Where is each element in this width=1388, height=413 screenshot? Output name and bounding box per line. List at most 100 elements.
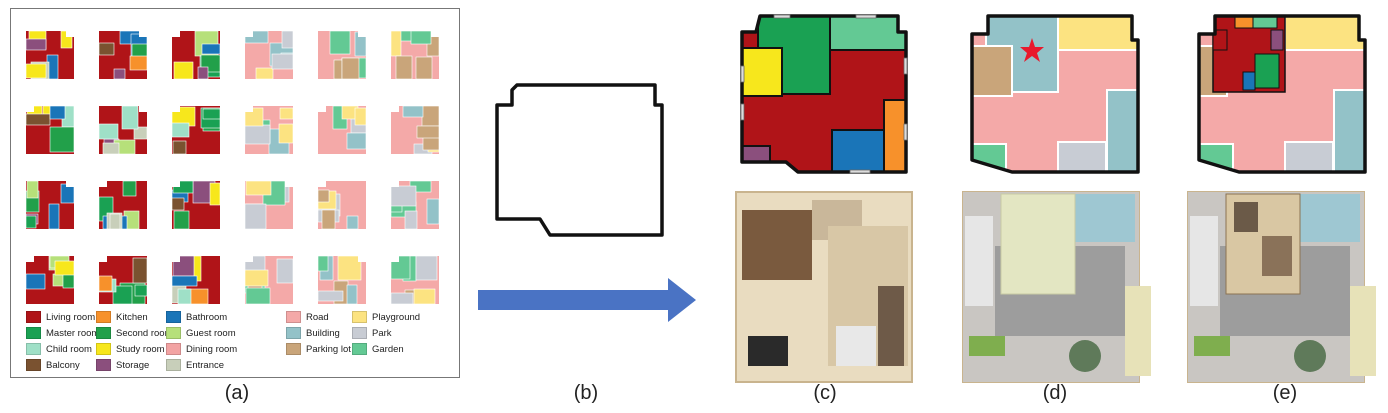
legend-item: Second room: [96, 327, 173, 339]
floorplan-thumbnail: [25, 30, 74, 80]
thumb-notch: [358, 256, 366, 262]
thumb-room: [390, 292, 414, 305]
thumb-room: [172, 140, 187, 155]
legend-swatch: [286, 311, 301, 323]
legend-label: Kitchen: [116, 311, 148, 323]
residential-floorplan: [740, 14, 908, 174]
park-tree: [1069, 340, 1101, 372]
floorplan-thumbnail: [98, 256, 148, 305]
legend-swatch: [96, 327, 111, 339]
legend-swatch: [352, 343, 367, 355]
site-boundary: [970, 14, 1140, 174]
legend-item: Entrance: [166, 359, 224, 371]
thumb-notch: [139, 106, 147, 112]
thumb-notch: [391, 106, 399, 112]
thumb-notch: [285, 181, 293, 187]
floorplan-thumbnail: [171, 255, 220, 305]
thumb-room: [354, 107, 367, 126]
floorplan-thumbnail: [25, 105, 75, 154]
legend-item: Kitchen: [96, 311, 148, 323]
floorplan-thumbnail: [244, 106, 294, 155]
play-area: [1075, 194, 1135, 242]
thumb-notch: [318, 181, 326, 187]
legend-swatch: [26, 327, 41, 339]
legend-swatch: [166, 359, 181, 371]
thumb-room: [113, 68, 126, 80]
parking: [965, 216, 993, 306]
combined-layout: [1197, 14, 1367, 174]
thumb-room: [402, 105, 424, 118]
flow-arrow: [478, 278, 696, 322]
legend-label: Second room: [116, 327, 173, 339]
thumb-notch: [26, 106, 34, 112]
thumb-room: [321, 209, 336, 230]
site-layout: [970, 14, 1140, 174]
thumb-room: [201, 43, 221, 55]
legend-label: Garden: [372, 343, 404, 355]
playground: [1057, 16, 1138, 51]
legend-swatch: [26, 343, 41, 355]
thumb-room: [410, 30, 432, 45]
building-right: [1106, 89, 1138, 172]
playground: [1284, 16, 1365, 51]
thumb-room: [202, 108, 221, 120]
thumb-room: [49, 126, 75, 153]
house-room: [1262, 236, 1292, 276]
legend-label: Parking lot: [306, 343, 351, 355]
legend-swatch: [26, 359, 41, 371]
legend-label: Balcony: [46, 359, 80, 371]
thumb-room: [341, 57, 360, 80]
thumb-room: [133, 126, 148, 140]
floorplan-thumbnail: [172, 30, 221, 80]
thumb-room: [317, 255, 329, 272]
legend-swatch: [96, 343, 111, 355]
legend-swatch: [166, 343, 181, 355]
embedded-residence: [1212, 16, 1286, 93]
thumb-room: [390, 185, 417, 207]
floorplan-thumbnail: [98, 105, 148, 155]
legend-label: Building: [306, 327, 340, 339]
storage: [1270, 29, 1284, 51]
thumb-notch: [358, 31, 366, 37]
kitchen-counter: [878, 286, 904, 366]
legend-item: Master room: [26, 327, 99, 339]
house-room: [1234, 202, 1258, 232]
legend-swatch: [166, 311, 181, 323]
thumb-room: [25, 215, 37, 229]
floorplan-thumbnail: [318, 30, 367, 80]
thumb-room: [346, 284, 358, 305]
floorplan-thumbnail: [244, 255, 294, 305]
star-marker-icon: [1020, 38, 1044, 62]
legend-label: Child room: [46, 343, 92, 355]
legend-label: Playground: [372, 311, 421, 323]
legend-item: Garden: [352, 343, 404, 355]
thumb-room: [102, 142, 120, 155]
garden-bed: [1194, 336, 1230, 356]
thumb-room: [390, 30, 402, 57]
legend-swatch: [96, 359, 111, 371]
bathroom: [831, 129, 885, 172]
thumb-notch: [172, 181, 180, 187]
thumb-room: [49, 105, 66, 120]
thumb-notch: [245, 256, 253, 262]
thumb-notch: [391, 256, 399, 262]
caption-b: (b): [573, 382, 599, 404]
floorplan-thumbnail: [390, 255, 439, 305]
thumb-room: [112, 285, 133, 305]
thumb-room: [171, 275, 198, 287]
thumb-room: [25, 113, 51, 126]
room-teal: [829, 16, 906, 51]
legend-label: Guest room: [186, 327, 236, 339]
wood-floor: [742, 210, 812, 280]
site-zones: [972, 16, 1138, 172]
legend-item: Child room: [26, 343, 92, 355]
legend-swatch: [352, 327, 367, 339]
floorplan-thumbnail: [244, 180, 293, 230]
rooms: [742, 16, 906, 172]
thumb-room: [109, 213, 121, 230]
thumb-room: [416, 125, 440, 139]
floorplan-thumbnail: [171, 180, 221, 230]
thumb-room: [346, 215, 359, 230]
legend-label: Dining room: [186, 343, 238, 355]
legend-label: Storage: [116, 359, 150, 371]
